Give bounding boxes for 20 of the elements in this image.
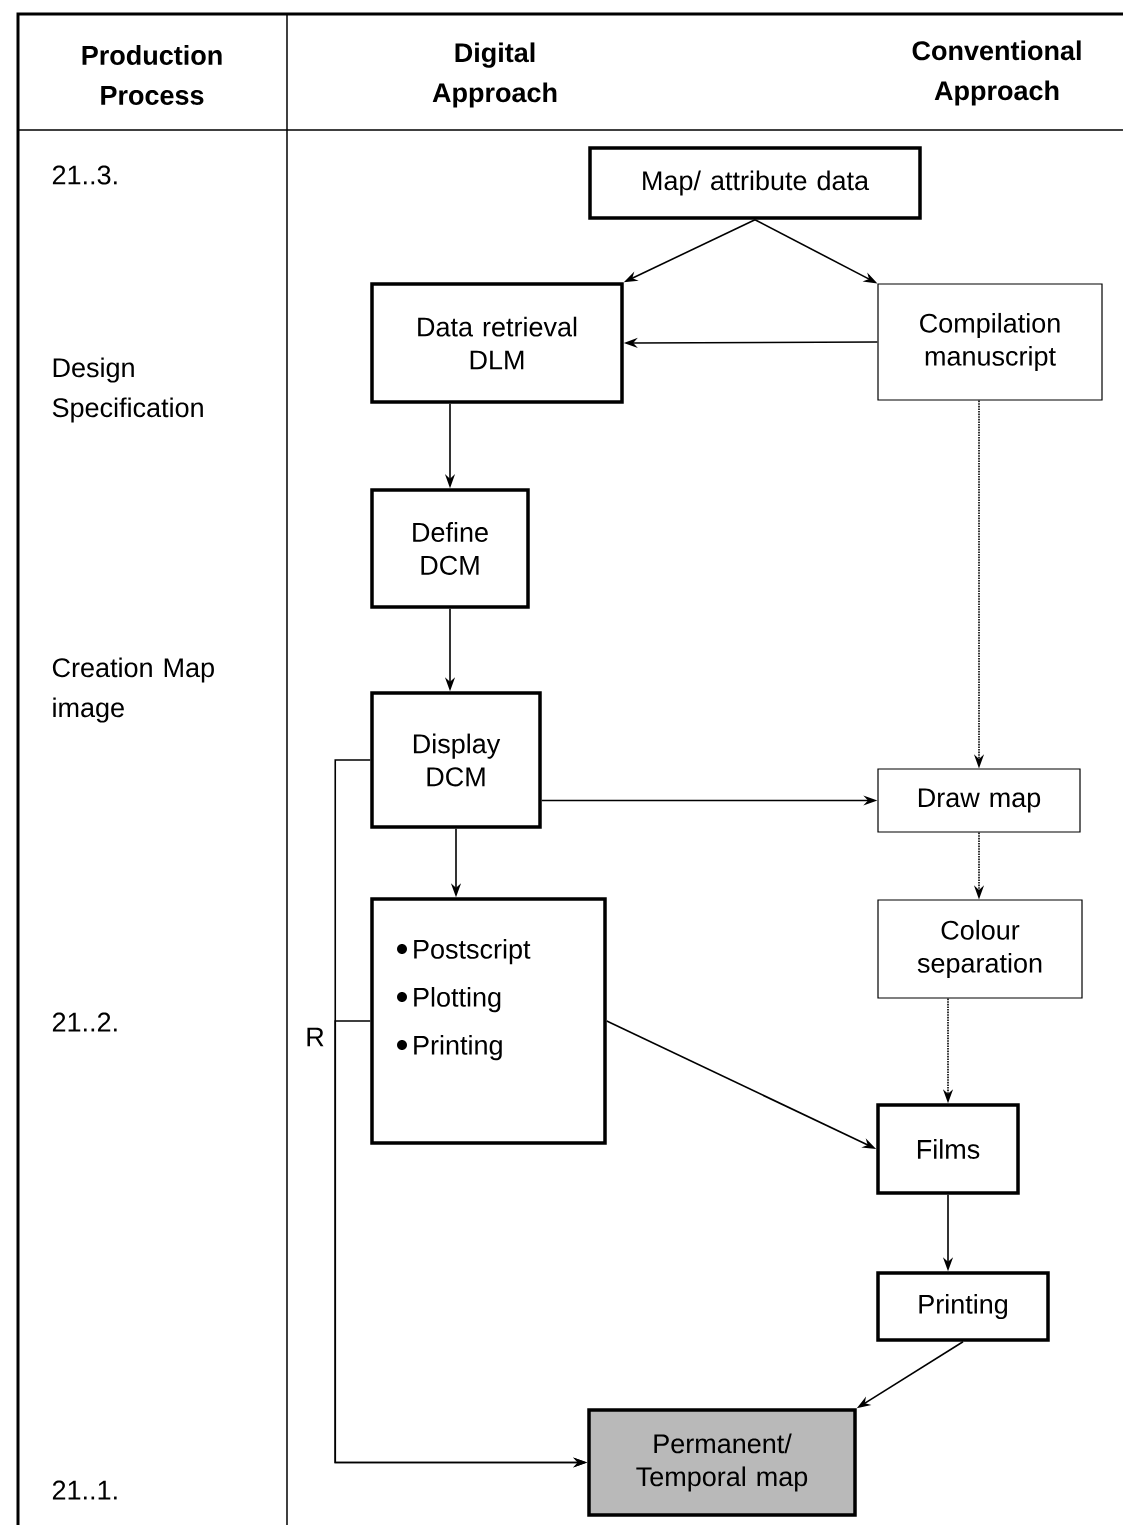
row-label: Design Specification <box>52 357 203 423</box>
process-box: Printing <box>876 1271 1050 1342</box>
row-label: 21..1. <box>52 1480 117 1500</box>
process-box: Draw map <box>877 768 1081 833</box>
process-box: Permanent/ Temporal map <box>587 1408 857 1517</box>
process-box: Define DCM <box>370 488 530 609</box>
process-box: Map/ attribute data <box>588 146 922 220</box>
list-box: Postscript Plotting Printing <box>370 897 607 1145</box>
process-box: Data retrieval DLM <box>370 282 624 404</box>
process-box: Films <box>876 1103 1020 1195</box>
edge-label: R <box>303 1025 327 1049</box>
column-header: Conventional Approach <box>912 40 1081 106</box>
row-label: 21..3. <box>52 165 117 185</box>
row-label: Creation Map image <box>52 657 214 723</box>
process-box: Colour separation <box>877 899 1083 999</box>
column-header: Production Process <box>82 45 222 105</box>
process-box: Display DCM <box>370 691 542 829</box>
row-label: 21..2. <box>52 1012 117 1032</box>
column-header: Digital Approach <box>432 42 557 108</box>
process-box: Compilation manuscript <box>877 283 1103 401</box>
